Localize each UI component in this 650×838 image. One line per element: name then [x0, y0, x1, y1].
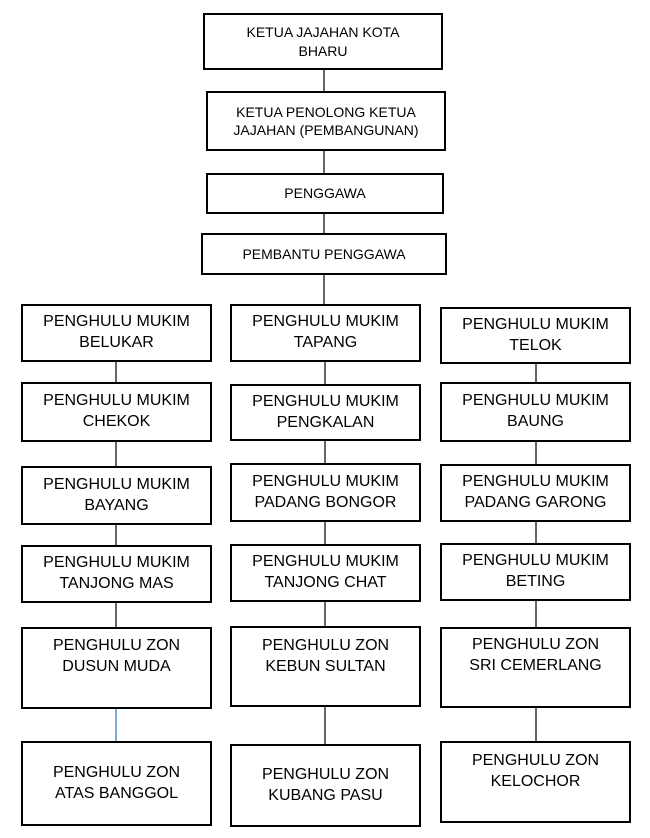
penghulu-box: PENGHULU MUKIM BELUKAR [21, 304, 212, 362]
pembantu-penggawa-box: PEMBANTU PENGGAWA [201, 233, 447, 275]
penghulu-box: PENGHULU ZON ATAS BANGGOL [21, 741, 212, 826]
penghulu-box: PENGHULU ZON KUBANG PASU [230, 744, 421, 827]
ketua-jajahan-box: KETUA JAJAHAN KOTA BHARU [203, 13, 443, 70]
box-label: PENGHULU ZON DUSUN MUDA [52, 637, 181, 675]
box-label: KETUA PENOLONG KETUA JAJAHAN (PEMBANGUNA… [233, 103, 419, 138]
box-label: PENGHULU MUKIM BAUNG [462, 392, 609, 430]
penghulu-box: PENGHULU MUKIM TANJONG CHAT [230, 544, 421, 602]
penghulu-box: PENGHULU ZON KELOCHOR [440, 741, 631, 823]
box-label: PENGHULU ZON SRI CEMERLANG [469, 635, 602, 674]
box-label: PENGHULU MUKIM BAYANG [43, 475, 190, 514]
box-label: PENGHULU ZON KEBUN SULTAN [261, 636, 390, 675]
penghulu-box: PENGHULU MUKIM BAYANG [21, 466, 212, 525]
box-label: PENGHULU MUKIM TANJONG CHAT [252, 553, 399, 591]
box-label: PENGHULU MUKIM BELUKAR [43, 313, 190, 351]
penghulu-box: PENGHULU MUKIM BAUNG [440, 382, 631, 442]
box-label: PENGHULU MUKIM TANJONG MAS [43, 554, 190, 592]
penghulu-box: PENGHULU MUKIM TAPANG [230, 304, 421, 362]
penghulu-box: PENGHULU MUKIM TANJONG MAS [21, 545, 212, 603]
penghulu-box: PENGHULU ZON KEBUN SULTAN [230, 626, 421, 707]
penghulu-box: PENGHULU MUKIM TELOK [440, 307, 631, 364]
penghulu-box: PENGHULU ZON SRI CEMERLANG [440, 627, 631, 708]
penghulu-box: PENGHULU MUKIM PADANG GARONG [440, 464, 631, 522]
penghulu-box: PENGHULU MUKIM BETING [440, 543, 631, 601]
box-label: PENGHULU MUKIM TAPANG [252, 313, 399, 351]
box-label: PENGGAWA [284, 185, 366, 202]
box-label: PENGHULU MUKIM PADANG BONGOR [252, 472, 399, 511]
box-label: PEMBANTU PENGGAWA [242, 245, 406, 262]
penggawa-box: PENGGAWA [206, 173, 444, 214]
penghulu-box: PENGHULU ZON DUSUN MUDA [21, 627, 212, 709]
box-label: PENGHULU MUKIM BETING [462, 552, 609, 590]
box-label: PENGHULU MUKIM PENGKALAN [252, 392, 399, 431]
ketua-penolong-box: KETUA PENOLONG KETUA JAJAHAN (PEMBANGUNA… [206, 91, 446, 151]
box-label: KETUA JAJAHAN KOTA BHARU [246, 24, 400, 59]
box-label: PENGHULU ZON KUBANG PASU [261, 765, 390, 804]
penghulu-box: PENGHULU MUKIM PADANG BONGOR [230, 463, 421, 522]
penghulu-box: PENGHULU MUKIM CHEKOK [21, 382, 212, 442]
box-label: PENGHULU MUKIM TELOK [462, 315, 609, 354]
penghulu-box: PENGHULU MUKIM PENGKALAN [230, 384, 421, 441]
box-label: PENGHULU MUKIM PADANG GARONG [462, 473, 609, 511]
box-label: PENGHULU MUKIM CHEKOK [43, 392, 190, 430]
box-label: PENGHULU ZON ATAS BANGGOL [52, 763, 181, 802]
box-label: PENGHULU ZON KELOCHOR [471, 752, 600, 790]
